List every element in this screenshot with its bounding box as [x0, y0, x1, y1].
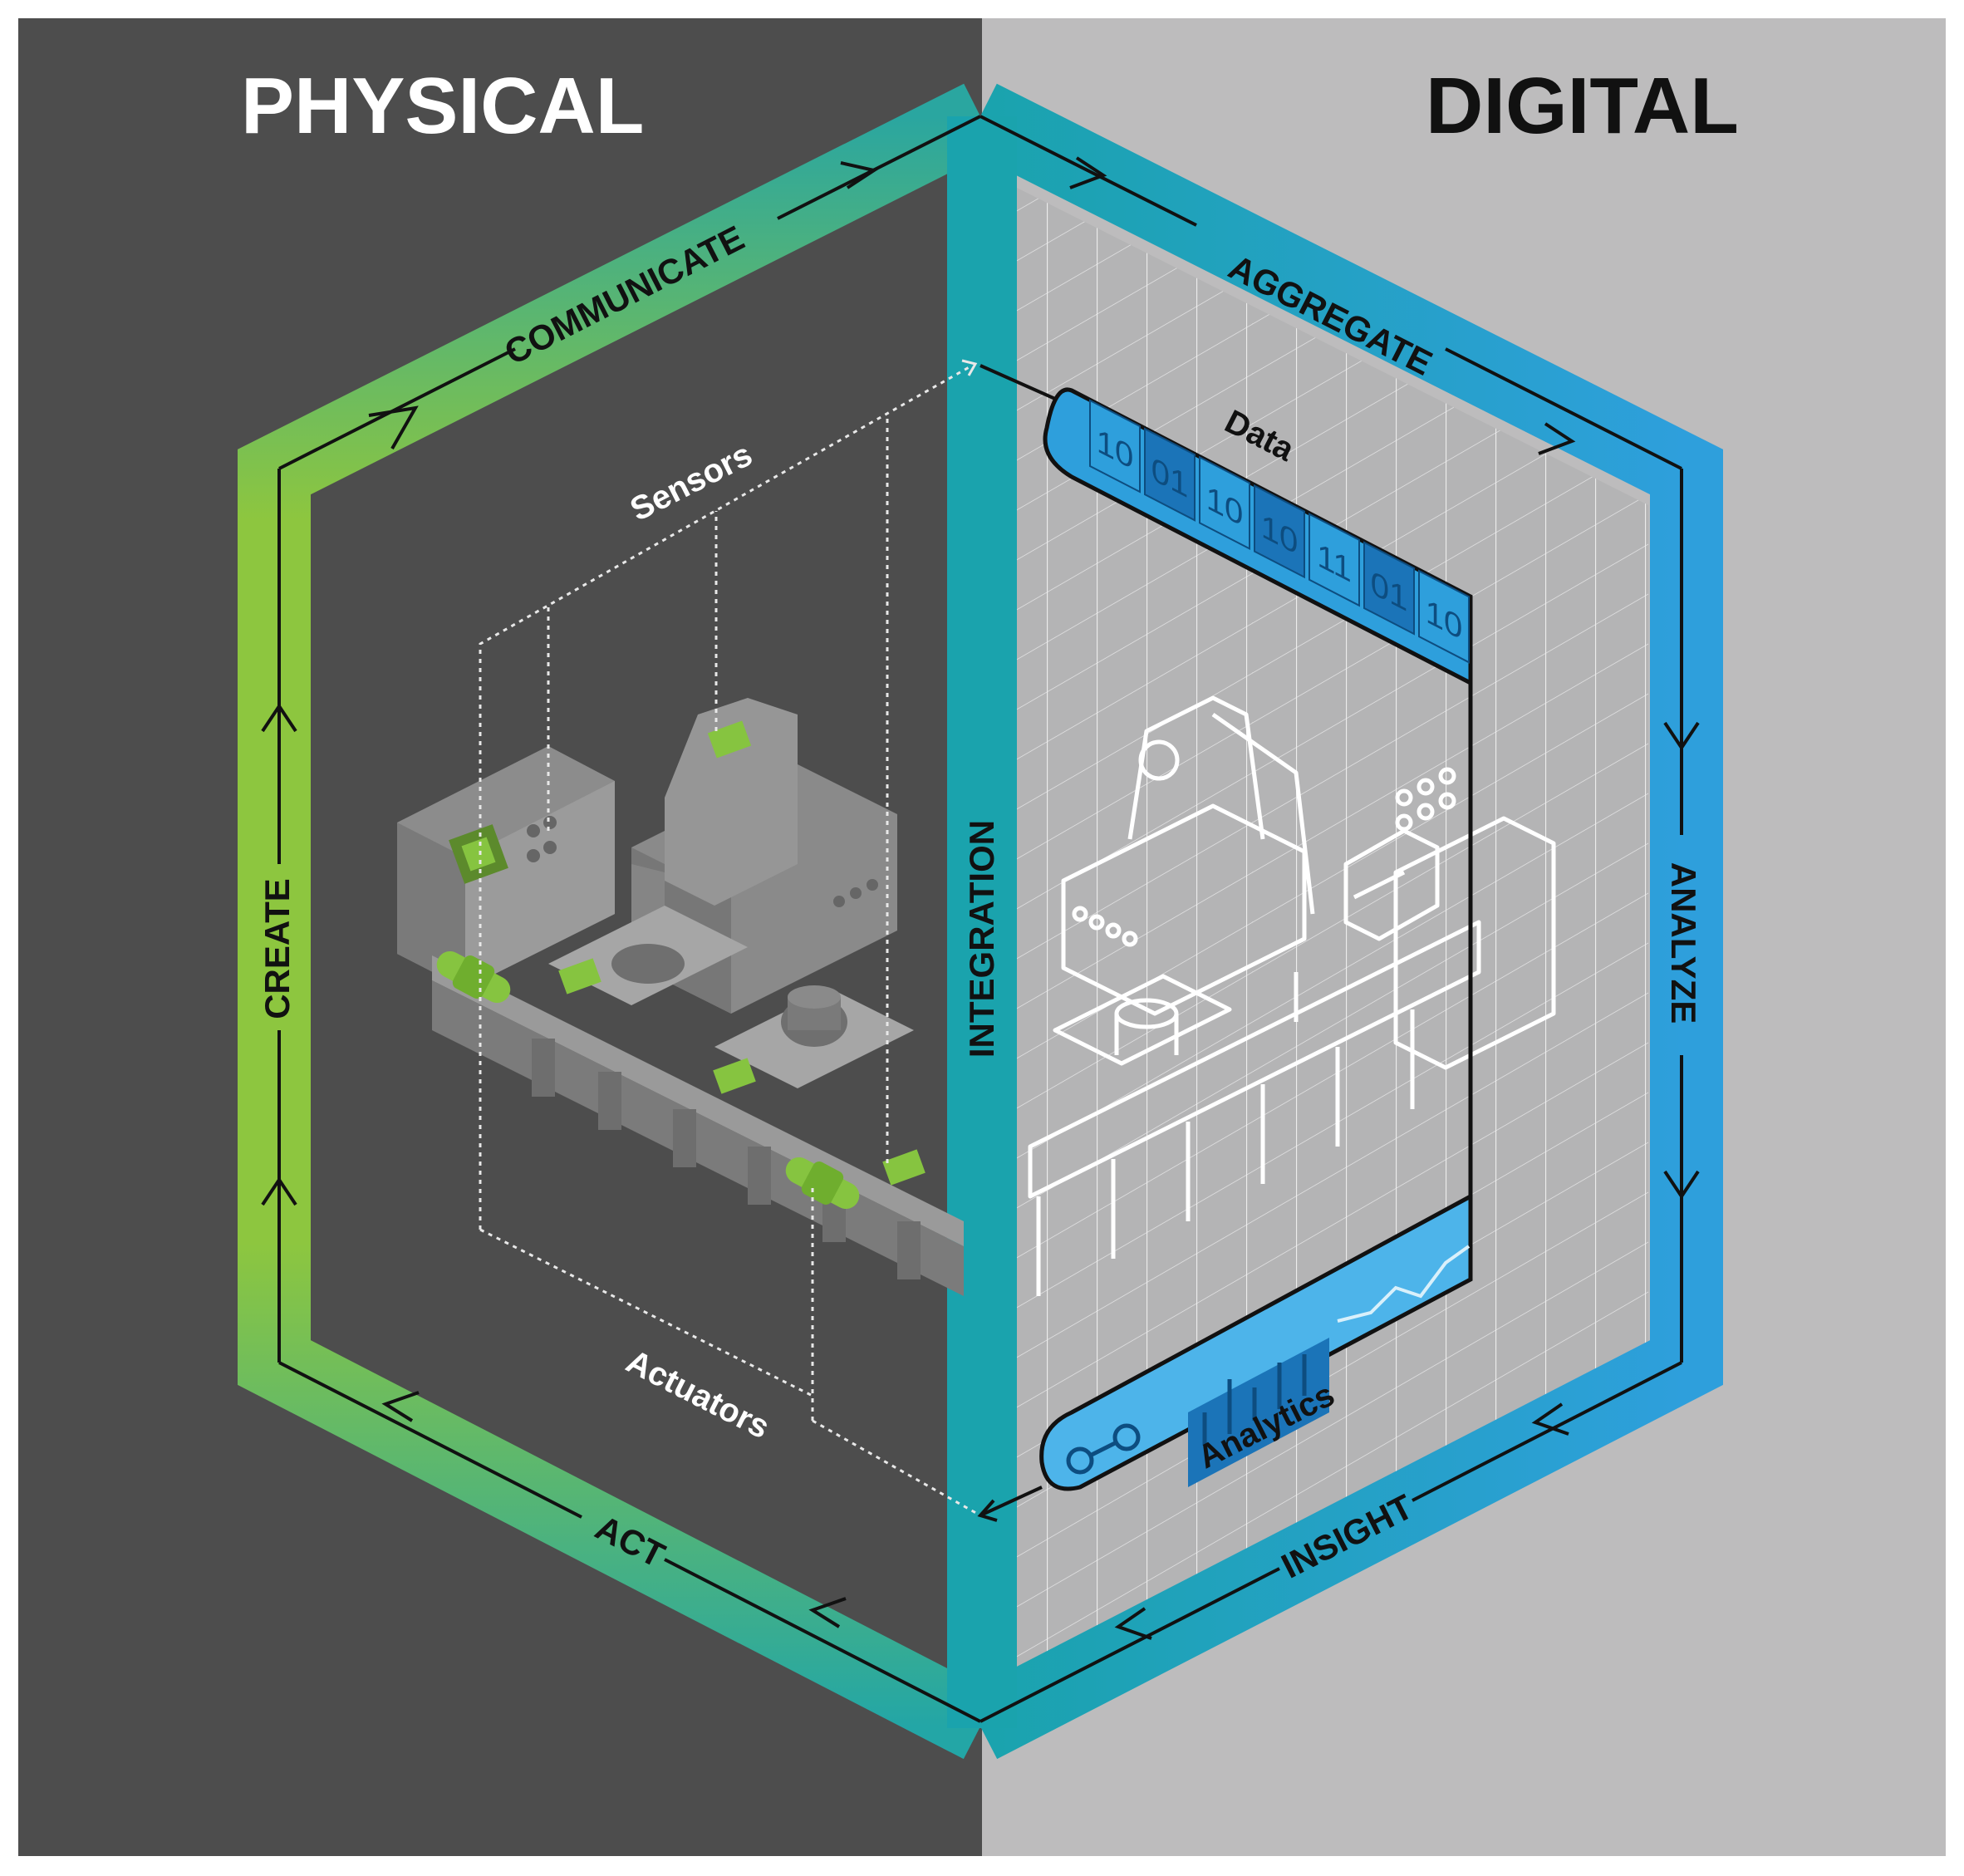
data-bit-cell: 11 [1309, 513, 1360, 607]
digital-machine-illustration [1028, 695, 1556, 1296]
arrowhead-communicate-1 [368, 405, 419, 449]
integration-bar [947, 116, 1017, 1728]
arrowhead-insight-1 [1531, 1402, 1569, 1436]
sensor-marker [558, 958, 601, 994]
data-bit-cell: 01 [1363, 541, 1415, 636]
data-bit-cell: 10 [1089, 399, 1141, 494]
arrowhead-analyze-1 [1663, 721, 1700, 751]
actuator-marker [785, 1157, 860, 1210]
physical-title: PHYSICAL [241, 61, 644, 150]
data-bit-cell: 10 [1418, 569, 1470, 664]
hexagon-digital-half [963, 83, 1723, 1760]
data-bit-cell: 01 [1144, 427, 1196, 522]
arrowhead-aggregate-1 [1069, 156, 1107, 189]
sensor-connection-lines [479, 364, 973, 1421]
digital-title: DIGITAL [1426, 61, 1739, 150]
data-bit-cell: 10 [1199, 455, 1250, 551]
sensor-marker [707, 720, 752, 759]
arrowhead-act-1 [808, 1597, 847, 1628]
actuators-arrow-icon [977, 1499, 998, 1522]
sensor-marker [449, 824, 508, 884]
sensor-markers [449, 720, 926, 1186]
arrowhead-communicate-2 [840, 161, 879, 189]
cycle-arrow-path [277, 115, 1683, 1723]
analytics-pipe [977, 1192, 1473, 1522]
hexagon-physical-half [238, 83, 998, 1760]
arrowhead-insight-2 [1114, 1607, 1152, 1640]
arrowhead-analyze-2 [1663, 1170, 1700, 1200]
label-integration: INTEGRATION [962, 820, 1001, 1058]
actuator-markers [436, 950, 860, 1210]
arrowhead-aggregate-2 [1538, 422, 1576, 455]
arrowhead-act-2 [381, 1391, 420, 1422]
cycle-arrowheads [261, 156, 1700, 1640]
data-bit-cell: 10 [1254, 484, 1305, 579]
label-analyze: ANALYZE [1664, 862, 1703, 1024]
sensor-marker [882, 1149, 926, 1186]
label-create: CREATE [258, 878, 297, 1019]
actuator-marker [436, 950, 511, 1004]
arrowhead-create-2 [261, 703, 297, 733]
sensors-arrow-icon [961, 359, 978, 376]
sensor-marker [713, 1058, 756, 1094]
arrowhead-create-1 [261, 1176, 297, 1206]
